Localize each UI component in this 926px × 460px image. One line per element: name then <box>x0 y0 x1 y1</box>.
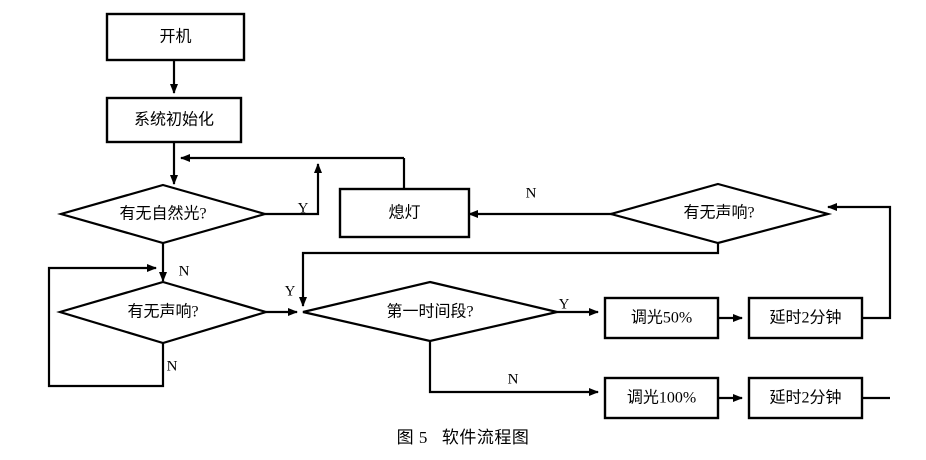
edge-label-sound-left-no: N <box>167 358 178 374</box>
node-delay-bottom[interactable]: 延时2分钟 <box>747 376 864 420</box>
node-delay-top[interactable]: 延时2分钟 <box>747 296 864 340</box>
edge-label-sound-right-no: N <box>526 185 537 201</box>
edge-label-light-no: N <box>179 263 190 279</box>
node-delay-bottom-label: 延时2分钟 <box>769 389 841 407</box>
node-dim-50-box <box>603 296 720 340</box>
node-init-box <box>105 96 243 144</box>
edge-sound-right-yes-to-period <box>299 243 720 307</box>
node-start-box <box>105 12 246 62</box>
figure-caption: 图 5 软件流程图 <box>0 423 926 448</box>
figure-caption-title: 软件流程图 <box>441 428 530 447</box>
node-dim-100[interactable]: 调光100% <box>603 376 720 420</box>
edge-light-yes-to-rail <box>265 163 322 216</box>
edge-sound-left-no-loop <box>47 264 165 388</box>
node-lights-off-box <box>338 187 471 239</box>
edge-label-period-no: N <box>508 371 519 387</box>
node-start[interactable]: 开机 <box>105 12 246 62</box>
node-check-light-diamond <box>56 183 270 245</box>
edge-label-period-yes: Y <box>559 296 570 312</box>
node-check-sound-right[interactable]: 有无声响? <box>606 182 833 245</box>
node-delay-top-label: 延时2分钟 <box>769 309 841 327</box>
node-delay-bottom-box <box>747 376 864 420</box>
node-delay-top-box <box>747 296 864 340</box>
node-init[interactable]: 系统初始化 <box>105 96 243 144</box>
node-check-sound-left-diamond <box>56 280 270 345</box>
edge-period-no-to-dim100 <box>428 341 599 396</box>
node-lights-off-label: 熄灯 <box>388 204 420 222</box>
node-lights-off[interactable]: 熄灯 <box>338 187 471 239</box>
node-check-sound-right-diamond <box>606 182 833 245</box>
node-check-sound-left[interactable]: 有无声响? <box>56 280 270 345</box>
figure-caption-number: 图 5 <box>396 428 428 447</box>
node-check-sound-right-label: 有无声响? <box>683 204 754 222</box>
node-start-label: 开机 <box>159 28 191 46</box>
edge-label-light-yes: Y <box>298 200 309 216</box>
edge-label-sound-left-yes: Y <box>285 283 296 299</box>
node-dim-100-label: 调光100% <box>627 389 696 407</box>
node-check-sound-left-label: 有无声响? <box>127 303 198 321</box>
node-first-period-label: 第一时间段? <box>386 303 473 321</box>
node-dim-50-label: 调光50% <box>631 309 692 327</box>
node-check-light-label: 有无自然光? <box>119 205 206 223</box>
node-dim-100-box <box>603 376 720 420</box>
node-init-label: 系统初始化 <box>134 111 214 129</box>
node-dim-50[interactable]: 调光50% <box>603 296 720 340</box>
edge-delay-top-to-sound-right <box>827 203 892 320</box>
node-first-period[interactable]: 第一时间段? <box>302 280 558 343</box>
node-first-period-diamond <box>302 280 558 343</box>
node-check-light[interactable]: 有无自然光? <box>56 183 270 245</box>
